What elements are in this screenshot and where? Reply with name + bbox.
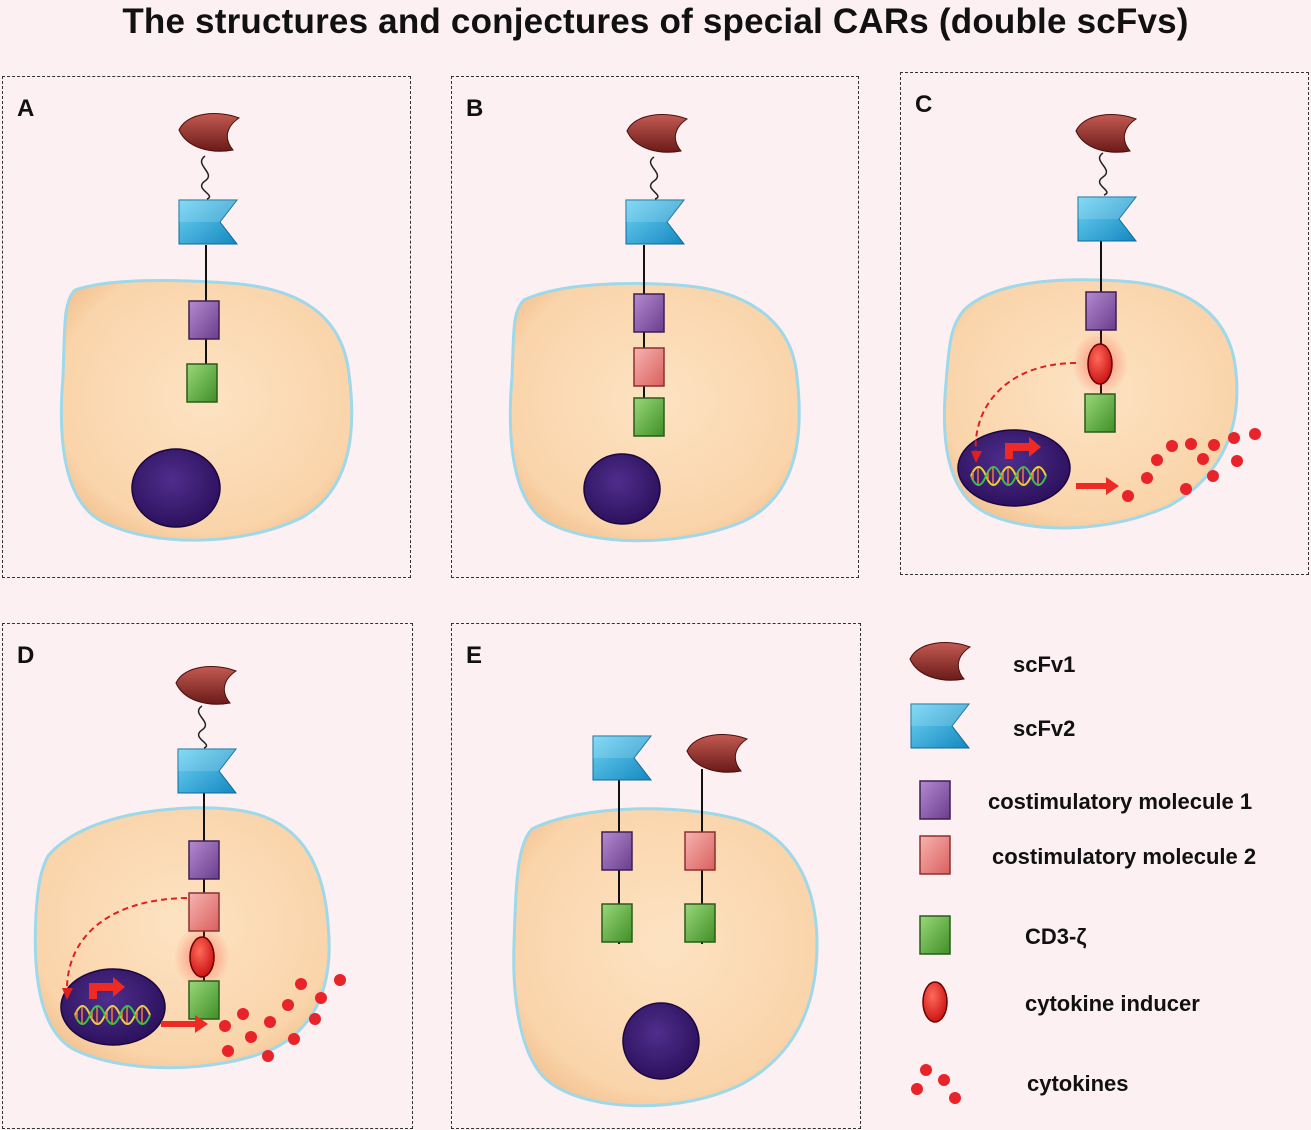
panel-label: E	[466, 642, 483, 669]
cytokine-dots	[219, 974, 346, 1062]
scfv1-icon	[175, 666, 237, 705]
nucleus	[957, 429, 1071, 507]
legend-label-costim2: costimulatory molecule 2	[992, 844, 1257, 869]
panel-d: D	[2, 623, 413, 1129]
panel-label: D	[17, 642, 35, 669]
costimulatory-molecule-1	[1085, 291, 1117, 331]
panel-a: A	[2, 76, 411, 578]
linker	[1098, 152, 1108, 196]
cell-body	[512, 807, 819, 1108]
panel-label: B	[466, 95, 484, 122]
scfv1-icon	[686, 734, 748, 773]
scfv2-icon	[592, 735, 652, 781]
costimulatory-molecule-1	[188, 300, 220, 340]
scfv1-icon	[909, 642, 971, 681]
legend: scFv1 scFv2 costimulatory molecule 1 cos…	[895, 630, 1311, 1129]
panel-c: C	[900, 72, 1309, 575]
cd3-zeta	[684, 903, 716, 943]
secretion-arrow-icon	[1076, 477, 1119, 495]
legend-label-cytokines: cytokines	[1027, 1071, 1129, 1096]
cytokine-inducer	[1071, 331, 1129, 397]
cd3-zeta	[1084, 393, 1116, 433]
cytokine-inducer	[173, 924, 231, 990]
panel-b: B	[451, 76, 859, 578]
legend-label-cd3z: CD3-ζ	[1025, 924, 1087, 949]
signal-path	[974, 362, 1077, 458]
nucleus	[131, 448, 221, 528]
scfv1-icon	[178, 113, 240, 152]
scfv2-icon	[910, 703, 970, 749]
linker	[197, 705, 208, 749]
panel-e: E	[451, 623, 861, 1129]
signal-arrowhead-icon	[971, 451, 982, 463]
scfv2-icon	[178, 199, 238, 245]
scfv2-icon	[1077, 196, 1137, 242]
nucleus	[583, 453, 661, 525]
secretion-arrow-icon	[161, 1015, 208, 1033]
signal-arrowhead-icon	[62, 988, 73, 1000]
costimulatory-molecule-1	[188, 840, 220, 880]
cytokine-inducer-icon	[922, 981, 948, 1023]
signal-path	[65, 897, 188, 995]
costimulatory-molecule-2	[633, 347, 665, 387]
cd3-zeta-icon	[919, 915, 951, 955]
scfv1-icon	[626, 114, 688, 153]
scfv2-icon	[625, 199, 685, 245]
linker	[649, 156, 659, 200]
costimulatory-molecule-1	[633, 293, 665, 333]
cytokine-dots	[1122, 428, 1261, 502]
costimulatory-molecule-2-icon	[919, 835, 951, 875]
panel-label: A	[17, 95, 35, 122]
costimulatory-molecule-2	[684, 831, 716, 871]
cd3-zeta	[188, 980, 220, 1020]
scfv2-icon	[177, 748, 237, 794]
panel-label: C	[915, 91, 933, 118]
legend-label-scfv1: scFv1	[1013, 652, 1076, 677]
cd3-zeta	[601, 903, 633, 943]
scfv1-icon	[1075, 114, 1137, 153]
costimulatory-molecule-1	[601, 831, 633, 871]
legend-label-inducer: cytokine inducer	[1025, 991, 1200, 1016]
cd3-zeta	[633, 397, 665, 437]
nucleus	[622, 1002, 700, 1080]
legend-label-costim1: costimulatory molecule 1	[988, 789, 1253, 814]
cd3-zeta	[186, 363, 218, 403]
cytokines-icon	[911, 1064, 961, 1104]
legend-label-scfv2: scFv2	[1013, 716, 1076, 741]
figure-title: The structures and conjectures of specia…	[122, 2, 1189, 41]
linker	[200, 155, 211, 200]
costimulatory-molecule-1-icon	[919, 780, 951, 820]
